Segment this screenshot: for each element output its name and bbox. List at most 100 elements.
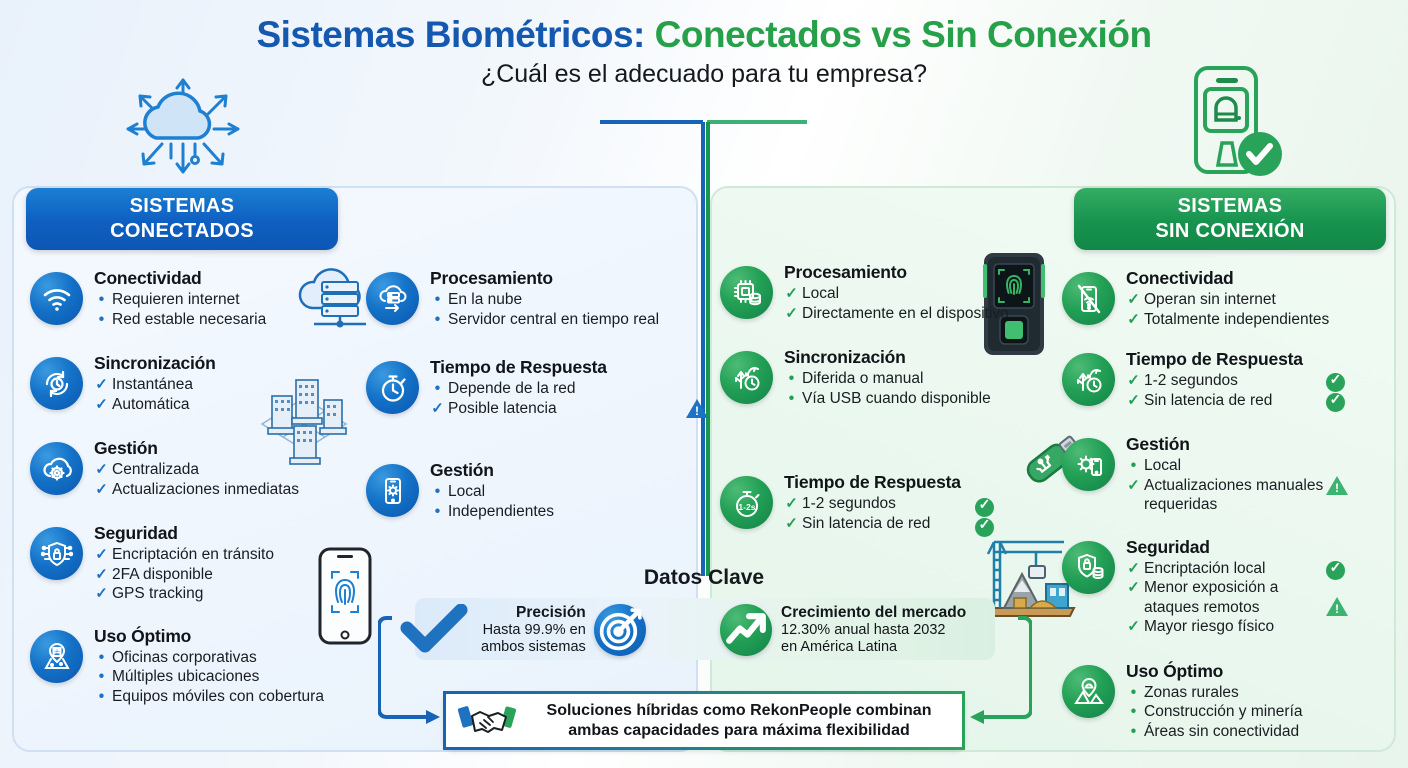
stat-title: Precisión <box>515 604 586 621</box>
list-item: ✓Encriptación local <box>1127 559 1266 577</box>
ok-badge <box>975 496 994 517</box>
warning-badge-blue <box>686 399 708 418</box>
feature-seguridad: Seguridad ✓Encriptación en tránsito ✓2FA… <box>30 521 360 604</box>
hybrid-arrow-left <box>378 616 440 724</box>
list-item: ✓Operan sin internet <box>1127 291 1276 308</box>
bullet-dot-icon: • <box>98 310 105 328</box>
phone-gear-icon <box>366 464 419 517</box>
stat-line1: Hasta 99.9% en <box>482 621 586 638</box>
ok-badge <box>1326 391 1345 412</box>
offline-column-left: Procesamiento ✓Local ✓Directamente en el… <box>720 262 1050 539</box>
hybrid-text: Soluciones híbridas como RekonPeople com… <box>516 701 962 741</box>
feature-tiempo-respuesta: Tiempo de Respuesta •Depende de la red ✓… <box>366 355 708 418</box>
feature-seguridad-offline: Seguridad ✓Encriptación local ✓Menor exp… <box>1062 535 1392 637</box>
feature-title: Seguridad <box>94 523 178 543</box>
chip-database-icon <box>720 266 773 319</box>
check-icon: ✓ <box>95 480 108 498</box>
cloud-server-arrow-icon <box>366 272 419 325</box>
bullet-dot-icon: • <box>434 483 441 500</box>
shield-lock-db-icon <box>1062 540 1115 594</box>
connected-column-left: Conectividad •Requieren internet •Red es… <box>30 266 360 712</box>
stat-line1: 12.30% anual hasta 2032 <box>781 621 946 638</box>
feature-sincronizacion-offline: Sincronización •Diferida o manual •Vía U… <box>720 345 1050 408</box>
feature-title: Sincronización <box>94 353 216 373</box>
list-item: •Vía USB cuando disponible <box>784 389 1050 409</box>
list-item: ✓Totalmente independientes <box>1127 310 1330 328</box>
feature-title: Procesamiento <box>784 262 907 282</box>
list-item: ✓Menor exposición a ataques remotos <box>1127 579 1279 616</box>
datos-clave-title: Datos Clave <box>643 566 765 589</box>
feature-uso-optimo: Uso Óptimo •Oficinas corporativas •Múlti… <box>30 624 360 707</box>
list-item: ✓1-2 segundos <box>1127 372 1238 389</box>
stat-crecimiento: Crecimiento del mercado 12.30% anual has… <box>720 604 966 657</box>
list-item: •Zonas rurales <box>1126 683 1392 703</box>
list-item: •Requieren internet <box>94 290 360 310</box>
offline-column-right: Conectividad ✓Operan sin internet ✓Total… <box>1062 266 1392 747</box>
list-item: •Oficinas corporativas <box>94 648 360 668</box>
usb-clock-icon <box>720 351 773 404</box>
title-part-blue: Sistemas Biométricos: <box>256 14 645 55</box>
hybrid-line1: Soluciones híbridas como RekonPeople com… <box>546 701 932 719</box>
feature-gestion-conectada: Gestión •Local •Independientes <box>366 458 696 521</box>
list-item: •Áreas sin conectividad <box>1126 722 1392 742</box>
feature-procesamiento: Procesamiento •En la nube •Servidor cent… <box>366 266 696 329</box>
list-item: •Equipos móviles con cobertura <box>94 687 360 707</box>
feature-procesamiento-offline: Procesamiento ✓Local ✓Directamente en el… <box>720 260 1050 323</box>
page-subtitle: ¿Cuál es el adecuado para tu empresa? <box>480 60 928 88</box>
location-mountain-icon <box>1062 664 1115 718</box>
check-icon: ✓ <box>1127 310 1140 328</box>
check-icon: ✓ <box>1127 372 1140 389</box>
list-item: •Local <box>430 482 696 502</box>
list-item: ✓GPS tracking <box>95 585 204 602</box>
list-item: ✓Local <box>785 285 840 302</box>
panel-offline: SISTEMAS SIN CONEXIÓN <box>710 186 1396 752</box>
feature-title: Uso Óptimo <box>94 625 192 646</box>
bullet-dot-icon: • <box>788 370 795 387</box>
stopwatch-label: 1-2s <box>738 502 755 512</box>
list-item: •Múltiples ubicaciones <box>94 667 360 687</box>
warning-badge-green <box>1326 596 1348 616</box>
bullet-dot-icon: • <box>98 291 105 308</box>
stopwatch-1-2s-icon: 1-2s <box>720 476 773 529</box>
check-icon: ✓ <box>785 285 798 302</box>
feature-title: Gestión <box>94 438 158 458</box>
phone-no-signal-icon <box>1062 272 1115 325</box>
list-item: ✓Posible latencia <box>431 399 557 417</box>
list-item: ✓Mayor riesgo físico <box>1127 618 1275 635</box>
feature-title: Gestión <box>430 460 494 480</box>
feature-title: Sincronización <box>784 347 906 367</box>
bullet-dot-icon: • <box>98 648 105 666</box>
hybrid-line2: ambas capacidades para máxima flexibilid… <box>568 721 910 739</box>
panel-connected: SISTEMAS CONECTADOS <box>12 186 708 752</box>
ok-badge <box>1326 559 1345 580</box>
list-item: •Local <box>1126 456 1392 476</box>
key-stats-pill: Precisión Hasta 99.9% en ambos sistemas … <box>400 598 995 660</box>
check-icon: ✓ <box>785 304 798 322</box>
handshake-icon <box>458 705 516 733</box>
shield-lock-icon <box>30 527 83 580</box>
list-item: ✓Actualizaciones inmediatas <box>95 480 299 498</box>
check-icon: ✓ <box>1127 559 1140 577</box>
list-item: •Diferida o manual <box>784 369 1050 389</box>
list-item: •Construcción y minería <box>1126 702 1392 722</box>
hybrid-solution-box: Soluciones híbridas como RekonPeople com… <box>443 691 965 750</box>
connected-column-right: Procesamiento •En la nube •Servidor cent… <box>366 266 708 527</box>
check-icon: ✓ <box>785 495 798 512</box>
list-item: ✓Directamente en el dispositivo <box>785 304 1009 322</box>
feature-conectividad-offline: Conectividad ✓Operan sin internet ✓Total… <box>1062 266 1392 329</box>
usb-clock-icon <box>1062 353 1115 406</box>
feature-uso-optimo-offline: Uso Óptimo •Zonas rurales •Construcción … <box>1062 659 1392 742</box>
bullet-dot-icon: • <box>434 380 441 397</box>
hybrid-arrow-right <box>970 616 1032 724</box>
stat-precision: Precisión Hasta 99.9% en ambos sistemas <box>481 604 646 657</box>
panel-offline-header-line2: SIN CONEXIÓN <box>1155 220 1305 242</box>
list-item: ✓1-2 segundos <box>785 495 896 512</box>
feature-title: Tiempo de Respuesta <box>784 472 961 492</box>
check-icon: ✓ <box>95 395 108 413</box>
cloud-arrows-icon <box>126 78 240 174</box>
list-item: •Independientes <box>430 502 696 522</box>
check-icon: ✓ <box>1127 391 1140 409</box>
location-building-icon <box>30 629 83 683</box>
ok-badge <box>1326 371 1345 392</box>
big-check-icon <box>400 604 468 653</box>
